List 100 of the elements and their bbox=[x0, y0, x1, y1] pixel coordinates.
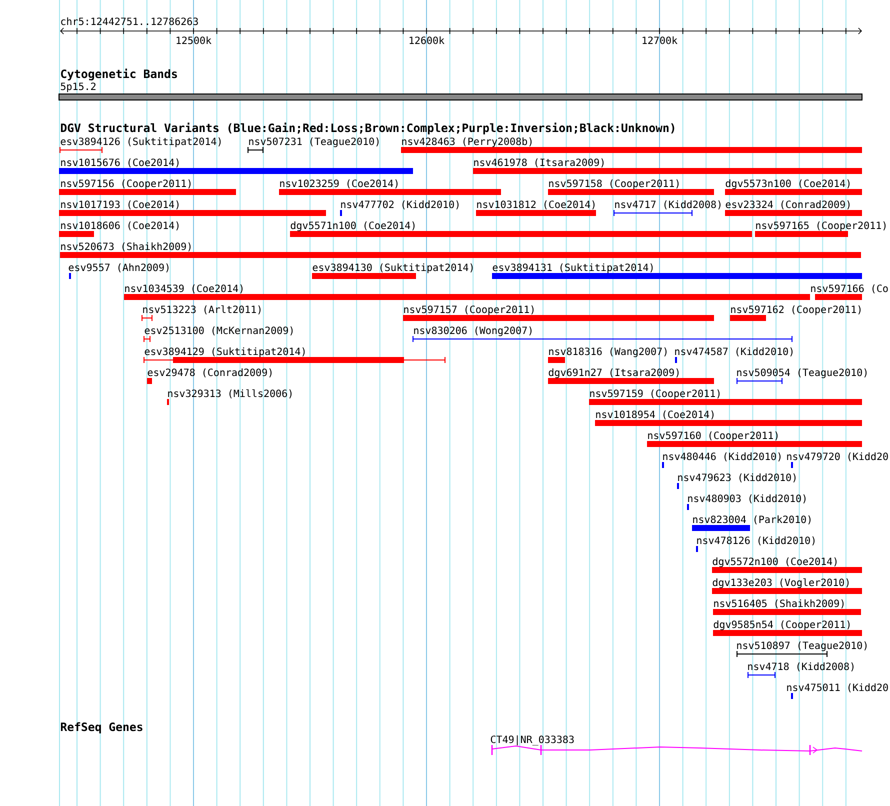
node-label: dgv5573n100 (Coe2014) bbox=[726, 179, 850, 190]
variant-track: nsv428463 (Perry2008b) bbox=[401, 137, 862, 153]
variant-track: dgv133e203 (Vogler2010) bbox=[712, 578, 862, 594]
tick-label: 12500k bbox=[176, 36, 212, 44]
node-label: nsv474587 (Kidd2010) bbox=[675, 347, 793, 356]
variant-track: nsv1015676 (Coe2014) bbox=[59, 158, 413, 174]
node-label: nsv475011 (Kidd20 bbox=[787, 683, 888, 692]
variant-track: nsv1031812 (Coe2014) bbox=[476, 200, 596, 216]
variant-track: esv29478 (Conrad2009) bbox=[147, 368, 272, 384]
node-label: nsv597156 (Cooper2011) bbox=[61, 179, 191, 190]
variant-track: nsv478126 (Kidd2010) bbox=[696, 536, 815, 552]
node-label: nsv520673 (Shaikh2009) bbox=[61, 242, 191, 252]
variant-track: nsv480903 (Kidd2010) bbox=[687, 494, 806, 510]
variant-track: nsv597162 (Cooper2011) bbox=[730, 305, 861, 321]
node-label: dgv5572n100 (Coe2014) bbox=[712, 557, 837, 568]
variant-track: nsv1018606 (Coe2014) bbox=[59, 221, 179, 237]
variant-track: nsv597165 (Cooper2011) bbox=[755, 221, 886, 237]
variant-track: nsv597156 (Cooper2011) bbox=[59, 179, 236, 195]
variant-track: nsv475011 (Kidd20 bbox=[787, 683, 888, 699]
node-label: esv29478 (Conrad2009) bbox=[148, 368, 272, 378]
node-label: esv9557 (Ahn2009) bbox=[68, 263, 168, 272]
node-label: nsv823004 (Park2010) bbox=[693, 515, 811, 524]
variant-track: nsv597160 (Cooper2011) bbox=[647, 431, 862, 447]
node-label: esv3894131 (Suktitipat2014) bbox=[492, 263, 653, 274]
node-label: dgv133e203 (Vogler2010) bbox=[712, 578, 849, 588]
variant-track: nsv461978 (Itsara2009) bbox=[473, 158, 862, 174]
node-label: nsv1023259 (Coe2014) bbox=[280, 179, 398, 188]
variant-track: nsv516405 (Shaikh2009) bbox=[713, 599, 861, 615]
gene-track: CT49|NR_033383 bbox=[490, 735, 862, 756]
node-label: nsv479623 (Kidd2010) bbox=[678, 473, 796, 482]
variant-track: dgv5571n100 (Coe2014) bbox=[290, 221, 752, 237]
node-label: nsv480903 (Kidd2010) bbox=[688, 494, 806, 504]
node-label: nsv597166 (Co bbox=[811, 284, 888, 294]
variant-track: nsv1034539 (Coe2014) bbox=[124, 284, 810, 300]
node-label: nsv480446 (Kidd2010) bbox=[663, 452, 781, 462]
track-title: Cytogenetic Bands bbox=[61, 68, 177, 80]
band-label: 5p15.2 bbox=[60, 82, 96, 92]
node-label: dgv691n27 (Itsara2009) bbox=[548, 368, 679, 378]
variant-track: dgv5572n100 (Coe2014) bbox=[712, 557, 862, 573]
node-label: nsv597158 (Cooper2011) bbox=[549, 179, 679, 190]
node-label: nsv477702 (Kidd2010) bbox=[341, 200, 459, 210]
node-label: esv23324 (Conrad2009) bbox=[726, 200, 850, 210]
variant-track: nsv1023259 (Coe2014) bbox=[279, 179, 501, 195]
variant-track: esv3894126 (Suktitipat2014) bbox=[60, 137, 221, 154]
variant-track: esv3894129 (Suktitipat2014) bbox=[144, 347, 446, 364]
variant-track: nsv4718 (Kidd2008) bbox=[748, 662, 854, 678]
variant-track: nsv597159 (Cooper2011) bbox=[589, 389, 862, 405]
variant-track: nsv509054 (Teague2010) bbox=[736, 368, 867, 384]
node-label: nsv478126 (Kidd2010) bbox=[697, 536, 815, 546]
variant-track: dgv691n27 (Itsara2009) bbox=[548, 368, 714, 384]
variant-track: nsv479720 (Kidd20 bbox=[787, 452, 888, 468]
variant-track: nsv513223 (Arlt2011) bbox=[142, 305, 261, 322]
tick-label: 12600k bbox=[410, 36, 444, 44]
node-label: nsv1017193 (Coe2014) bbox=[61, 200, 179, 210]
variant-track: nsv520673 (Shaikh2009) bbox=[60, 242, 861, 258]
track-title: RefSeq Genes bbox=[60, 722, 142, 734]
node-label: dgv5571n100 (Coe2014) bbox=[290, 221, 415, 232]
variant-track: nsv597166 (Co bbox=[811, 284, 888, 300]
node-label: nsv1034539 (Coe2014) bbox=[125, 284, 243, 294]
variant-track: esv3894130 (Suktitipat2014) bbox=[312, 263, 473, 279]
node-label: nsv1015676 (Coe2014) bbox=[61, 158, 179, 168]
node-label: esv3894130 (Suktitipat2014) bbox=[312, 263, 473, 274]
node-label: nsv597159 (Cooper2011) bbox=[590, 389, 720, 400]
node-label: esv3894129 (Suktitipat2014) bbox=[144, 347, 305, 358]
node-label: nsv329313 (Mills2006) bbox=[168, 389, 292, 398]
node-label: nsv1031812 (Coe2014) bbox=[477, 200, 595, 210]
variant-track: nsv477702 (Kidd2010) bbox=[340, 200, 459, 216]
variant-track: nsv510897 (Teague2010) bbox=[736, 641, 867, 658]
node-label: nsv428463 (Perry2008b) bbox=[402, 137, 532, 148]
node-label: nsv479720 (Kidd20 bbox=[787, 452, 888, 462]
variant-track: esv9557 (Ahn2009) bbox=[68, 263, 168, 279]
variant-track: esv23324 (Conrad2009) bbox=[725, 200, 862, 216]
node-label: nsv461978 (Itsara2009) bbox=[474, 158, 604, 168]
variant-track: nsv480446 (Kidd2010) bbox=[662, 452, 781, 468]
variant-track: esv2513100 (McKernan2009) bbox=[144, 326, 293, 342]
node-label: nsv1018606 (Coe2014) bbox=[61, 221, 179, 230]
track-title: DGV Structural Variants (Blue:Gain;Red:Loss;Brown:Complex;Purple:Inversion;Black:Unknown) bbox=[60, 122, 674, 134]
node-label: nsv1018954 (Coe2014) bbox=[596, 410, 714, 420]
node-label: nsv597157 (Cooper2011) bbox=[404, 305, 534, 316]
node-label: nsv818316 (Wang2007) bbox=[549, 347, 667, 358]
tick-label: 12700k bbox=[642, 36, 678, 44]
variant-track: nsv4717 (Kidd2008) bbox=[614, 200, 720, 216]
variant-track: nsv830206 (Wong2007) bbox=[412, 326, 792, 342]
variant-track: dgv9585n54 (Cooper2011) bbox=[713, 620, 862, 636]
variant-track: nsv1017193 (Coe2014) bbox=[59, 200, 326, 216]
variant-track: nsv479623 (Kidd2010) bbox=[677, 473, 796, 489]
variant-track: esv3894131 (Suktitipat2014) bbox=[492, 263, 862, 279]
node-label: dgv9585n54 (Cooper2011) bbox=[714, 620, 850, 630]
variant-track: nsv597158 (Cooper2011) bbox=[548, 179, 714, 195]
variant-track: nsv823004 (Park2010) bbox=[692, 515, 811, 531]
variant-track: nsv474587 (Kidd2010) bbox=[675, 347, 793, 363]
node-label: nsv597165 (Cooper2011) bbox=[756, 221, 886, 232]
node-label: nsv597160 (Cooper2011) bbox=[648, 431, 778, 442]
node-label: nsv597162 (Cooper2011) bbox=[731, 305, 861, 316]
coordinate-label: chr5:12442751..12786263 bbox=[61, 17, 198, 26]
node-label: nsv516405 (Shaikh2009) bbox=[714, 599, 844, 608]
variant-track: nsv818316 (Wang2007) bbox=[548, 347, 667, 363]
variant-track: nsv1018954 (Coe2014) bbox=[595, 410, 862, 426]
variant-track: nsv597157 (Cooper2011) bbox=[403, 305, 714, 321]
variant-track: nsv507231 (Teague2010) bbox=[248, 137, 379, 154]
